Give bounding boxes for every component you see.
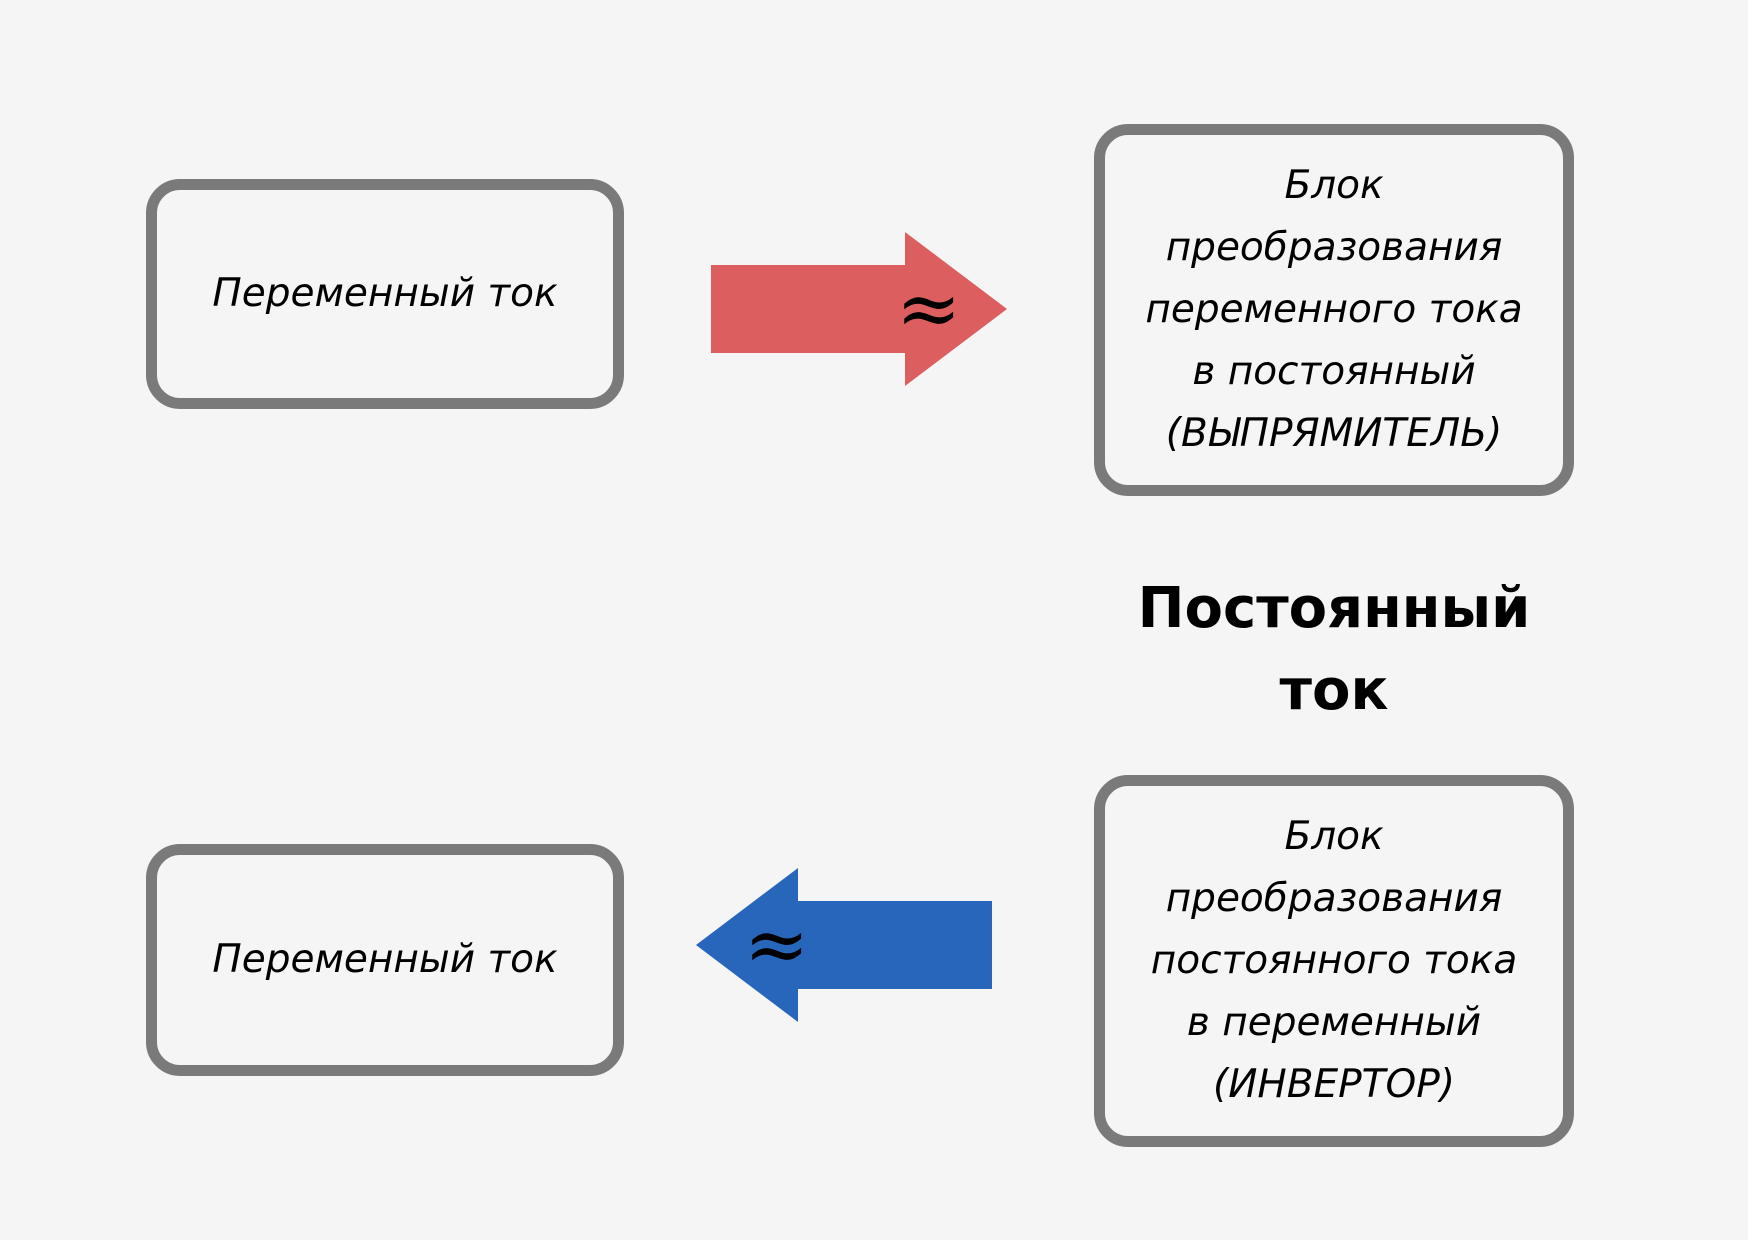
inverter-line-4: в переменный [1186,1000,1482,1045]
arrow-right-icon [711,232,1007,386]
ac-input-label: Переменный ток [212,270,558,316]
inverter-line-2: преобразования [1165,876,1503,921]
arrow-right-shape [711,232,1007,386]
dc-label-line-1: Постоянный [1137,576,1531,641]
rectifier-line-5: (ВЫПРЯМИТЕЛЬ) [1165,411,1503,456]
inverter-line-5: (ИНВЕРТОР) [1213,1062,1455,1107]
arrow-left-shape [696,868,992,1022]
ac-output-box: Переменный ток [146,844,624,1076]
rectifier-line-2: преобразования [1165,225,1503,270]
inverter-text: Блок преобразования постоянного тока в п… [1151,806,1517,1116]
inverter-line-1: Блок [1284,814,1384,859]
inverter-line-3: постоянного тока [1150,938,1518,983]
ac-input-box: Переменный ток [146,179,624,409]
rectifier-text: Блок преобразования переменного тока в п… [1145,155,1522,465]
ac-output-label: Переменный ток [212,936,558,982]
rectifier-box: Блок преобразования переменного тока в п… [1094,124,1574,496]
rectifier-line-3: переменного тока [1145,287,1523,332]
dc-current-label: Постоянный ток [1094,568,1574,732]
rectifier-line-1: Блок [1284,163,1384,208]
approx-symbol-icon: ≈ [896,264,962,354]
dc-label-line-2: ток [1279,658,1389,723]
rectifier-line-4: в постоянный [1192,349,1476,394]
arrow-left-icon [696,868,992,1022]
inverter-box: Блок преобразования постоянного тока в п… [1094,775,1574,1147]
approx-symbol-icon: ≈ [744,900,810,990]
